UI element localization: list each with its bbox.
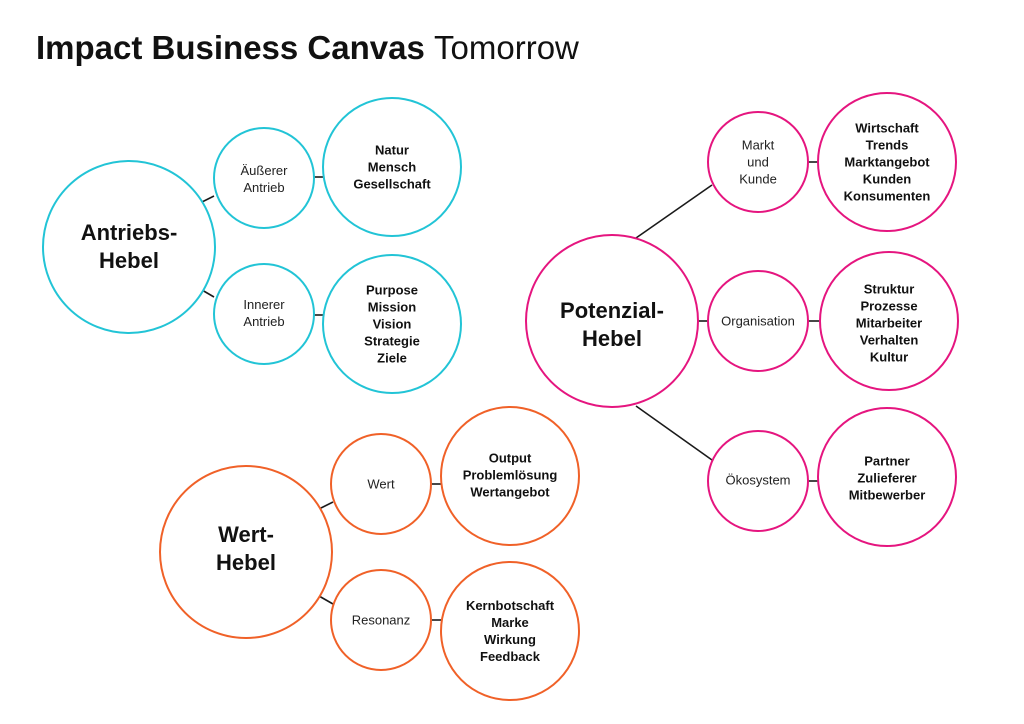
- potenzial-hub-label: Potenzial- Hebel: [560, 298, 664, 351]
- potenzial-branch-label: Markt und Kunde: [739, 137, 777, 187]
- wert-branch-label: Wert: [367, 476, 395, 492]
- connector: [635, 405, 713, 461]
- potenzial-detail-circle: [817, 407, 957, 547]
- title-light: Tomorrow: [434, 29, 579, 66]
- antrieb-hub-label: Antriebs- Hebel: [80, 220, 178, 273]
- wert-branch-circle: [330, 433, 432, 535]
- connector: [635, 184, 713, 239]
- potenzial-detail-label: Struktur Prozesse Mitarbeiter Verhalten …: [855, 281, 923, 365]
- wert-detail-label: Kernbotschaft Marke Wirkung Feedback: [465, 598, 555, 664]
- wert-detail-circle: [440, 561, 580, 701]
- connector: [318, 595, 334, 605]
- potenzial-branch-label: Ökosystem: [725, 472, 791, 488]
- antrieb-detail-label: Natur Mensch Gesellschaft: [353, 142, 431, 192]
- antrieb-branch-label: Äußerer Antrieb: [240, 163, 288, 195]
- antrieb-branch-label: Innerer Antrieb: [243, 297, 285, 329]
- antrieb-detail-label: Purpose Mission Vision Strategie Ziele: [364, 282, 420, 366]
- antrieb-detail-circle: [322, 97, 462, 237]
- page-title: Impact Business Canvas Tomorrow: [36, 26, 579, 70]
- connector: [201, 289, 215, 298]
- potenzial-detail-label: Partner Zulieferer Mitbewerber: [848, 453, 926, 503]
- title-bold: Impact Business Canvas: [36, 29, 425, 66]
- potenzial-detail-circle: [819, 251, 959, 391]
- potenzial-branch-circle: [707, 270, 809, 372]
- wert-hub-label: Wert- Hebel: [216, 522, 276, 575]
- antrieb-branch-circle: [213, 127, 315, 229]
- wert-detail-label: Output Problemlösung Wertangebot: [462, 450, 558, 500]
- antrieb-branch-circle: [213, 263, 315, 365]
- potenzial-branch-label: Organisation: [721, 313, 795, 329]
- connector: [201, 195, 215, 203]
- potenzial-detail-circle: [817, 92, 957, 232]
- antrieb-detail-circle: [322, 254, 462, 394]
- potenzial-detail-label: Wirtschaft Trends Marktangebot Kunden Ko…: [843, 120, 931, 204]
- potenzial-hub-circle: [525, 234, 699, 408]
- potenzial-branch-circle: [707, 430, 809, 532]
- antrieb-hub-circle: [42, 160, 216, 334]
- connector: [318, 501, 334, 510]
- wert-branch-label: Resonanz: [351, 612, 411, 628]
- potenzial-branch-circle: [707, 111, 809, 213]
- wert-hub-circle: [159, 465, 333, 639]
- wert-branch-circle: [330, 569, 432, 671]
- wert-detail-circle: [440, 406, 580, 546]
